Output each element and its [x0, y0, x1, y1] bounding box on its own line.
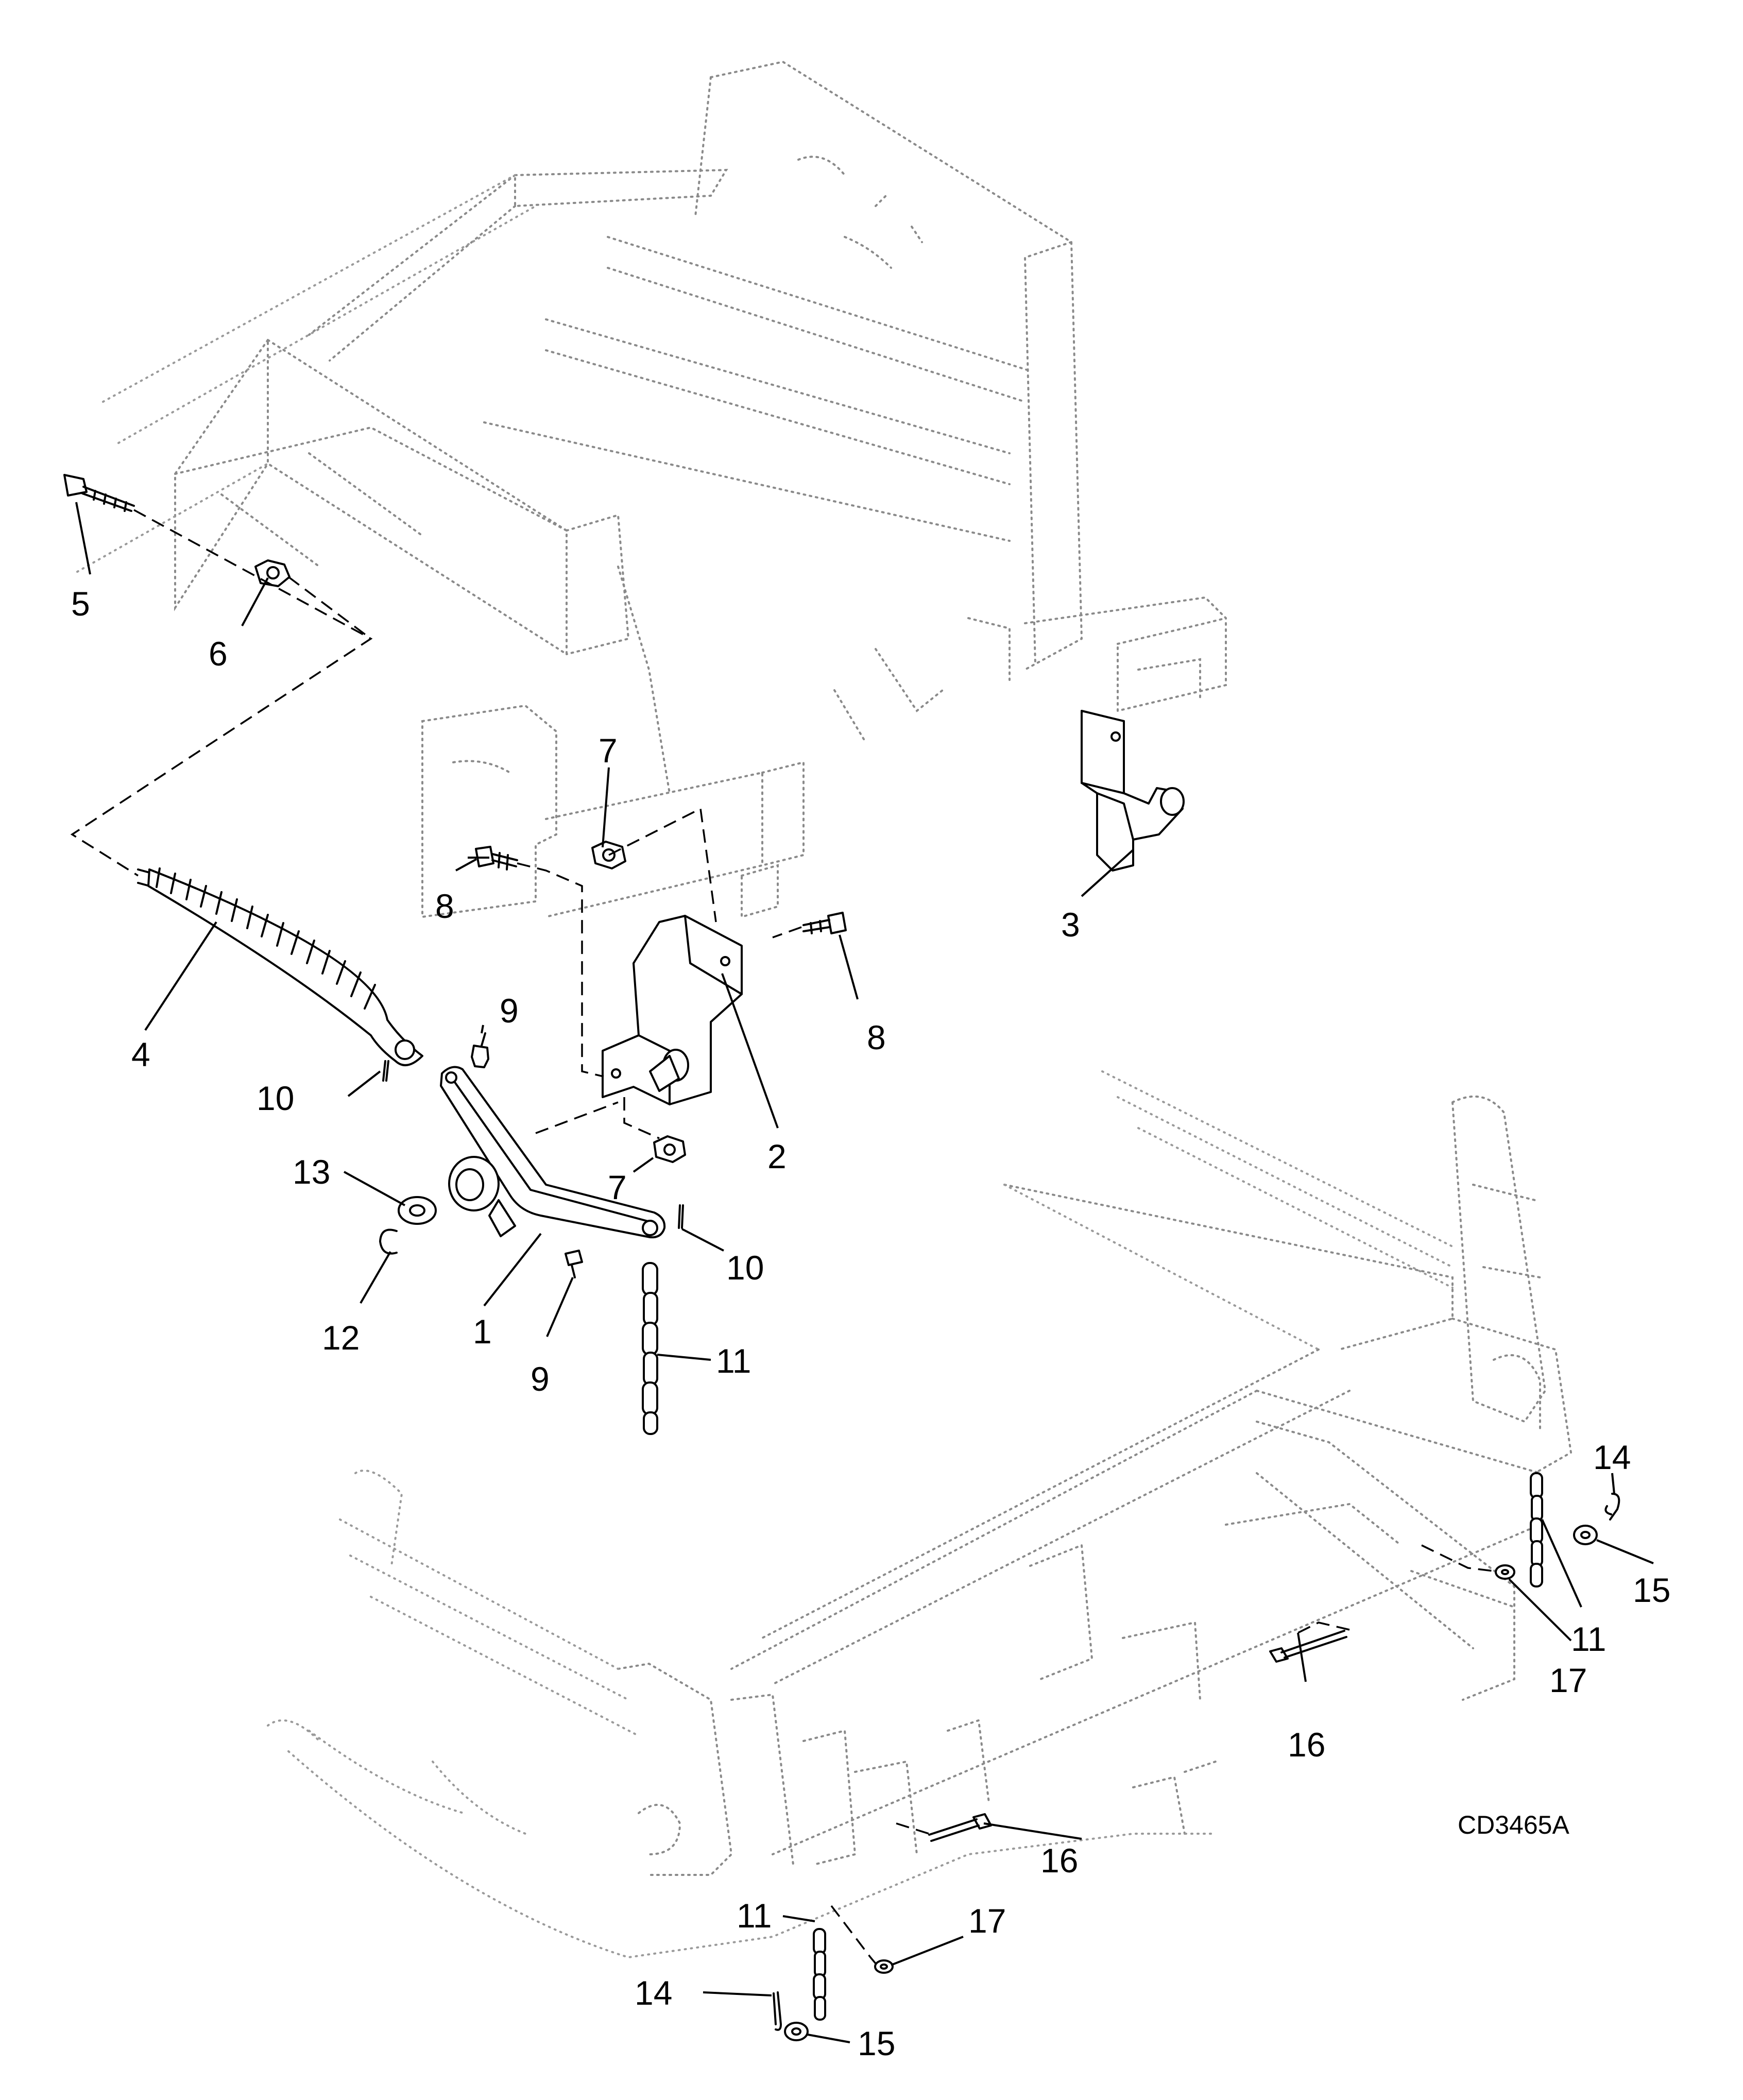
arm-1 [440, 1066, 666, 1239]
pin-16-upper [1269, 1630, 1347, 1663]
callout-labels: 5 6 7 3 8 9 8 4 10 2 7 13 10 1 12 11 9 1… [71, 585, 1670, 2062]
callout-7-lower: 7 [608, 1168, 627, 1206]
callout-16-lower: 16 [1040, 1841, 1078, 1880]
callout-9-lower: 9 [531, 1360, 550, 1398]
chain-11-right [1530, 1472, 1543, 1587]
washer-15-right [1573, 1525, 1598, 1545]
assembly-lines [70, 509, 1494, 1965]
pin-9-lower [565, 1250, 583, 1278]
cotter-pin-10-left [382, 1060, 389, 1082]
callout-2: 2 [767, 1137, 787, 1175]
callout-1: 1 [473, 1312, 492, 1351]
upper-frame-phantom [76, 60, 1227, 918]
pin-9-upper [471, 1032, 489, 1068]
callout-8-right: 8 [867, 1018, 886, 1056]
bracket-3 [1081, 710, 1185, 872]
leader-lines [75, 502, 1654, 2043]
washer-13 [398, 1196, 437, 1225]
pin-16-lower [928, 1813, 992, 1842]
callout-11-right: 11 [1571, 1620, 1607, 1658]
snap-ring-12 [379, 1228, 398, 1255]
callout-13: 13 [293, 1153, 330, 1191]
washer-17-lower [874, 1959, 894, 1974]
callout-14-lower: 14 [635, 1974, 672, 2012]
callout-10-right: 10 [726, 1249, 764, 1287]
washer-17-right [1495, 1564, 1515, 1580]
cotter-pin-10-right [678, 1204, 684, 1229]
callout-8-left: 8 [435, 887, 454, 925]
chain-11-lower [813, 1928, 826, 2021]
callout-3: 3 [1061, 906, 1080, 944]
callout-11-upper: 11 [716, 1342, 751, 1380]
washer-15-lower [784, 2022, 809, 2041]
lower-frame-phantom [267, 1070, 1573, 1959]
callout-11-lower: 11 [737, 1897, 772, 1935]
bolt-5 [63, 474, 135, 512]
callout-17-lower: 17 [968, 1902, 1006, 1940]
callout-12: 12 [322, 1319, 360, 1357]
callout-6: 6 [209, 635, 228, 673]
callout-5: 5 [71, 585, 90, 623]
clip-14-lower [773, 1991, 782, 2031]
callout-10-left: 10 [257, 1079, 294, 1117]
nut-6 [254, 559, 290, 587]
callout-7-upper: 7 [599, 731, 618, 770]
drawing-code: CD3465A [1458, 1811, 1569, 1839]
clip-14-right [1604, 1493, 1620, 1521]
callout-17-right: 17 [1549, 1661, 1587, 1699]
callout-15-lower: 15 [858, 2024, 895, 2062]
callout-4: 4 [131, 1035, 150, 1073]
callout-14-right: 14 [1593, 1438, 1631, 1476]
spring-4 [137, 867, 423, 1066]
callout-9-upper: 9 [500, 992, 519, 1030]
flange-nut-7-lower [653, 1135, 686, 1163]
bracket-2 [602, 915, 743, 1105]
callout-15-right: 15 [1633, 1571, 1670, 1609]
chain-11-upper [642, 1262, 658, 1435]
callout-16-upper: 16 [1288, 1726, 1325, 1764]
bolt-8-right [802, 912, 847, 934]
